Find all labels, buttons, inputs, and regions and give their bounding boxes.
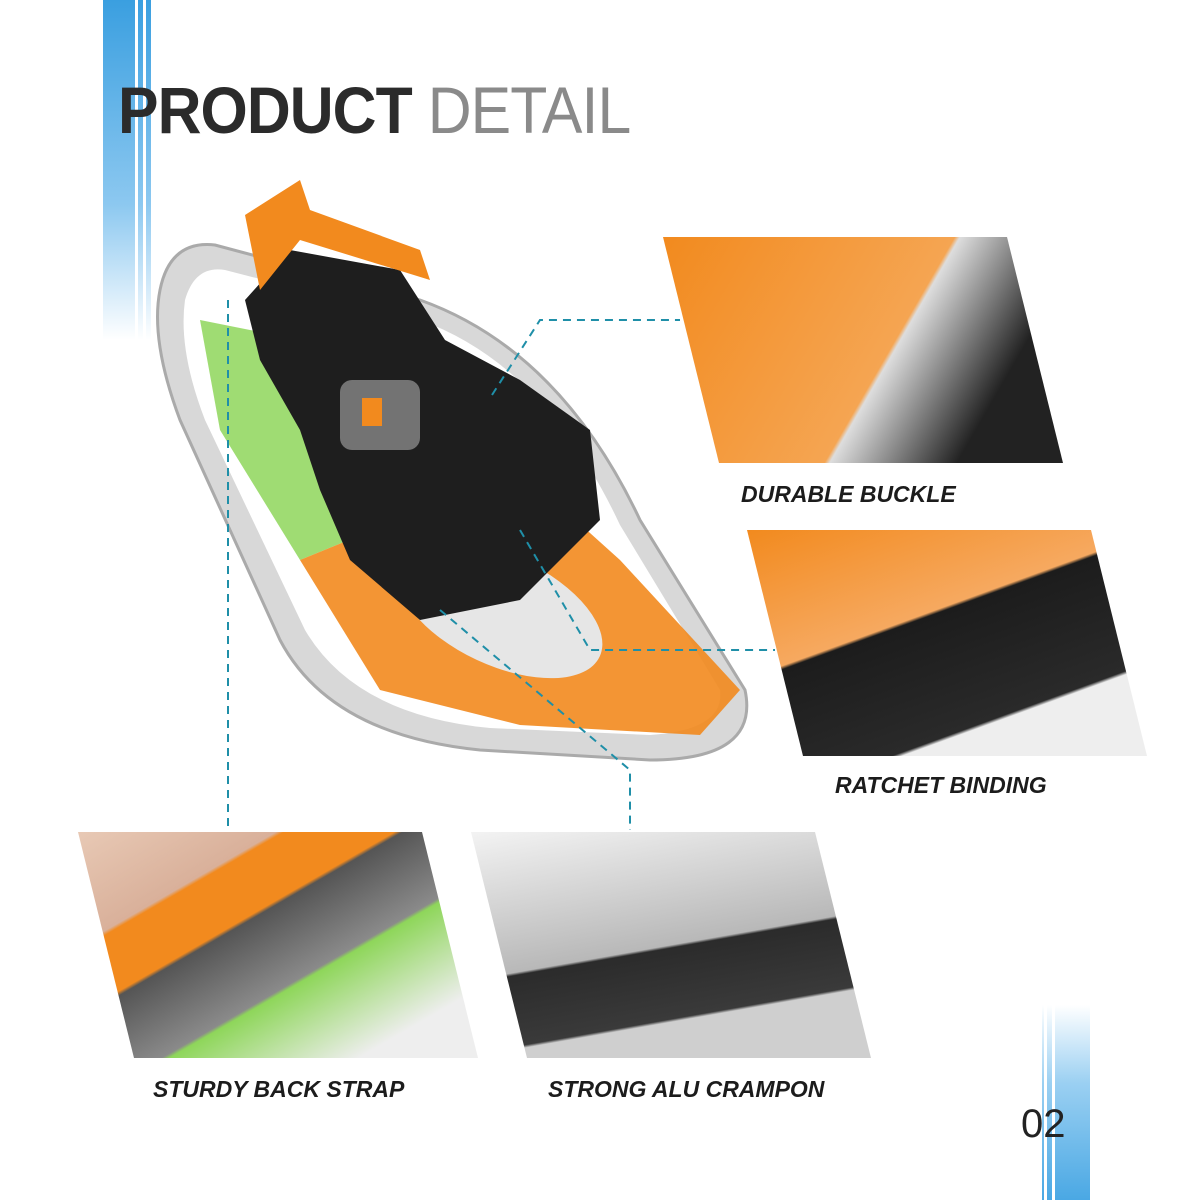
feature-label: RATCHET BINDING [835,772,1047,798]
detail-image-durable-buckle [663,237,1063,463]
feature-label: STURDY BACK STRAP [153,1076,405,1102]
decorative-stripe-right [1042,1005,1090,1200]
decorative-stripe-left [103,0,151,340]
detail-image-ratchet-binding [747,530,1147,756]
page-number: 02 [1021,1102,1066,1146]
leader-lines [227,300,775,830]
binding [245,180,600,620]
detail-image-back-strap [78,832,478,1058]
feature-label: STRONG ALU CRAMPON [548,1076,825,1102]
page-title: PRODUCT DETAIL [118,73,631,147]
feature-label: DURABLE BUCKLE [741,481,956,507]
detail-image-alu-crampon [471,832,871,1058]
back-strap [245,180,430,290]
